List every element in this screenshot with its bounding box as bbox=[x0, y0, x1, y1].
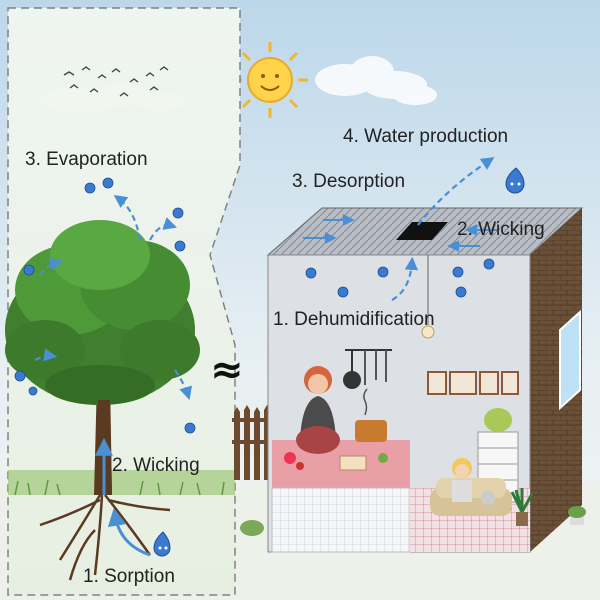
tree-roots bbox=[39, 494, 171, 581]
cooking-pot bbox=[355, 388, 387, 442]
indoor-water-molecules bbox=[305, 258, 495, 298]
wall-pictures bbox=[427, 371, 519, 395]
water-production-label: 4. Water production bbox=[343, 126, 509, 147]
nature-arrows bbox=[34, 194, 193, 401]
water-molecules bbox=[14, 177, 196, 434]
dehumidification-label: 1. Dehumidification bbox=[273, 309, 435, 330]
droplet-icon bbox=[153, 531, 171, 557]
desorption-label: 3. Desorption bbox=[292, 171, 406, 192]
nature-wicking-label: 2. Wicking bbox=[112, 455, 200, 476]
droplet-icon bbox=[505, 167, 525, 194]
lamp-icon bbox=[421, 325, 435, 339]
sun-icon bbox=[232, 42, 308, 118]
evaporation-label: 3. Evaporation bbox=[25, 149, 148, 170]
potted-plant bbox=[510, 488, 534, 526]
birds-icon bbox=[63, 66, 169, 97]
grass-blades bbox=[14, 479, 225, 496]
sorption-arrow bbox=[107, 507, 151, 557]
kitchen-counter-front bbox=[271, 487, 411, 553]
utensil-rack bbox=[343, 349, 392, 389]
cloud-icon bbox=[315, 56, 437, 105]
approximately-equal-symbol: ≈ bbox=[210, 347, 244, 393]
sorption-label: 1. Sorption bbox=[83, 566, 175, 587]
dehumidification-arrow bbox=[391, 256, 419, 301]
counter-food bbox=[284, 452, 388, 471]
sofa-with-girl bbox=[430, 458, 512, 516]
house-wicking-label: 2. Wicking bbox=[457, 219, 545, 240]
shrub bbox=[240, 506, 586, 536]
house-window bbox=[559, 309, 581, 411]
woman-cooking bbox=[296, 366, 340, 454]
house-side-wall bbox=[530, 208, 582, 552]
roof-wicking-arrows bbox=[303, 214, 498, 252]
absorber-panel bbox=[396, 222, 448, 240]
